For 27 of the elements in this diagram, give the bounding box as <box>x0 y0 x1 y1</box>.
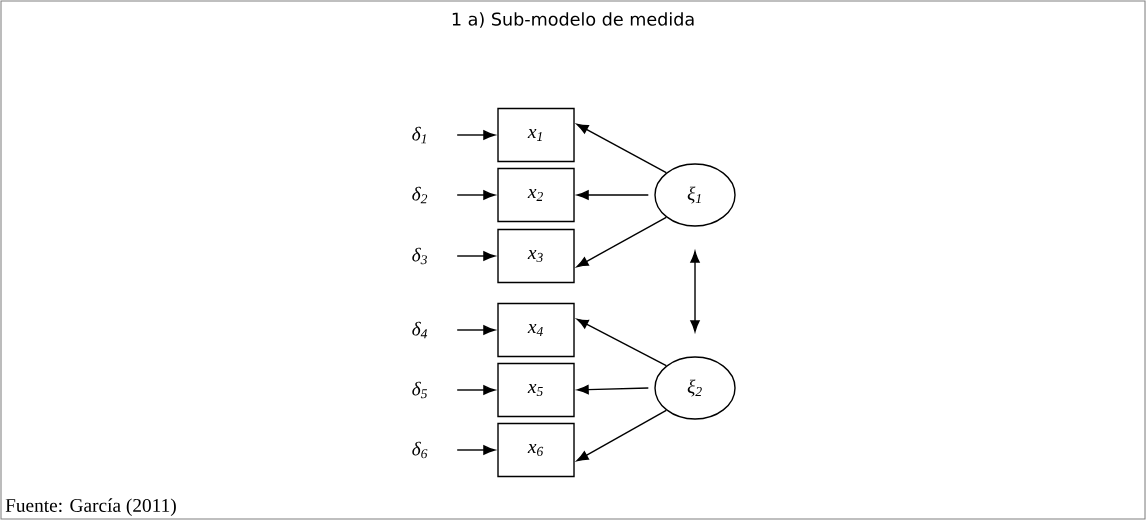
arrow <box>456 385 496 395</box>
caption: Fuente: García (2011) <box>5 498 176 516</box>
arrow <box>456 190 496 200</box>
error-label: δ$_{4}$ <box>412 321 428 339</box>
error-label: δ$_{6}$ <box>412 441 428 459</box>
arrow <box>576 216 667 268</box>
arrow <box>576 123 667 174</box>
error-label: δ$_{1}$ <box>412 126 426 144</box>
variable-box: x$_{6}$ <box>497 422 575 478</box>
error-label: δ$_{5}$ <box>412 381 428 399</box>
arrow <box>456 130 496 140</box>
error-label: δ$_{2}$ <box>412 186 428 204</box>
title: 1 a) Sub-modelo de medida <box>452 12 694 28</box>
error-label: δ$_{3}$ <box>412 247 427 265</box>
variable-box: x$_{4}$ <box>497 302 575 358</box>
arrow <box>576 318 667 367</box>
arrow <box>576 409 667 462</box>
variable-box: x$_{5}$ <box>497 362 575 418</box>
arrow <box>576 190 649 200</box>
variable-box: x$_{1}$ <box>497 107 575 163</box>
arrow <box>690 250 700 333</box>
arrow <box>456 251 496 261</box>
variable-box: x$_{3}$ <box>497 228 575 284</box>
arrow <box>456 325 496 335</box>
variable-box: x$_{2}$ <box>497 167 575 223</box>
arrow <box>576 384 649 395</box>
arrow <box>456 445 496 455</box>
